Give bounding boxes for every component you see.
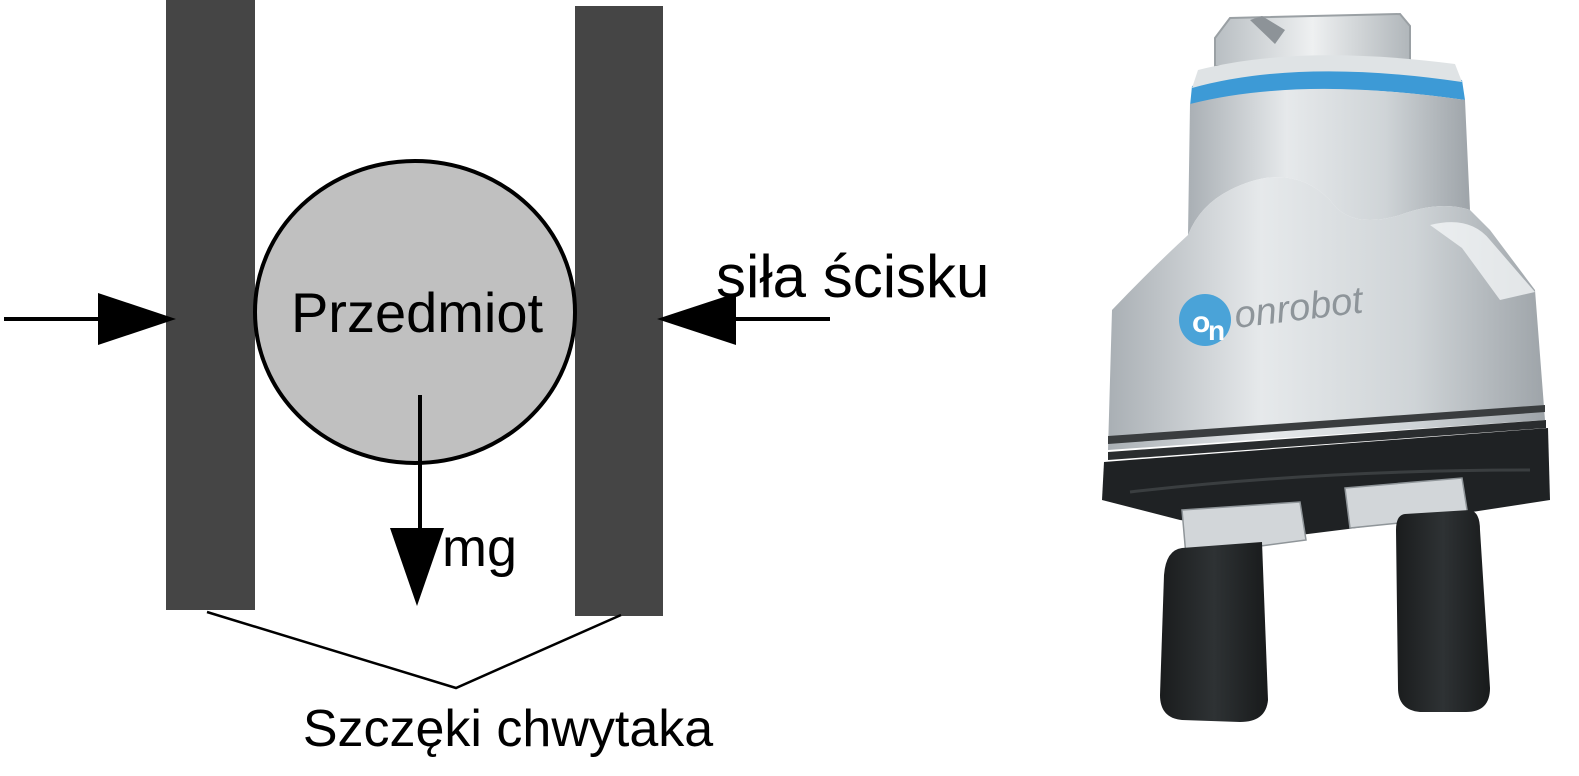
object-circle [253, 159, 577, 465]
object-label: Przedmiot [291, 281, 544, 344]
left-jaw [166, 0, 255, 610]
onrobot-logo-icon [1179, 294, 1231, 346]
jaws-label: Szczęki chwytaka [303, 700, 713, 758]
left-force-arrow-head [98, 293, 176, 345]
gripper-icon: o n onrobot [1102, 12, 1550, 722]
svg-text:o: o [1192, 306, 1210, 339]
weight-arrow-head [390, 528, 444, 606]
force-label: siła ścisku [716, 243, 989, 310]
svg-text:n: n [1208, 315, 1225, 346]
weight-label: mg [442, 518, 517, 578]
right-jaw [575, 6, 663, 616]
jaws-bracket [206, 610, 622, 690]
right-force-arrow-head [657, 293, 736, 345]
